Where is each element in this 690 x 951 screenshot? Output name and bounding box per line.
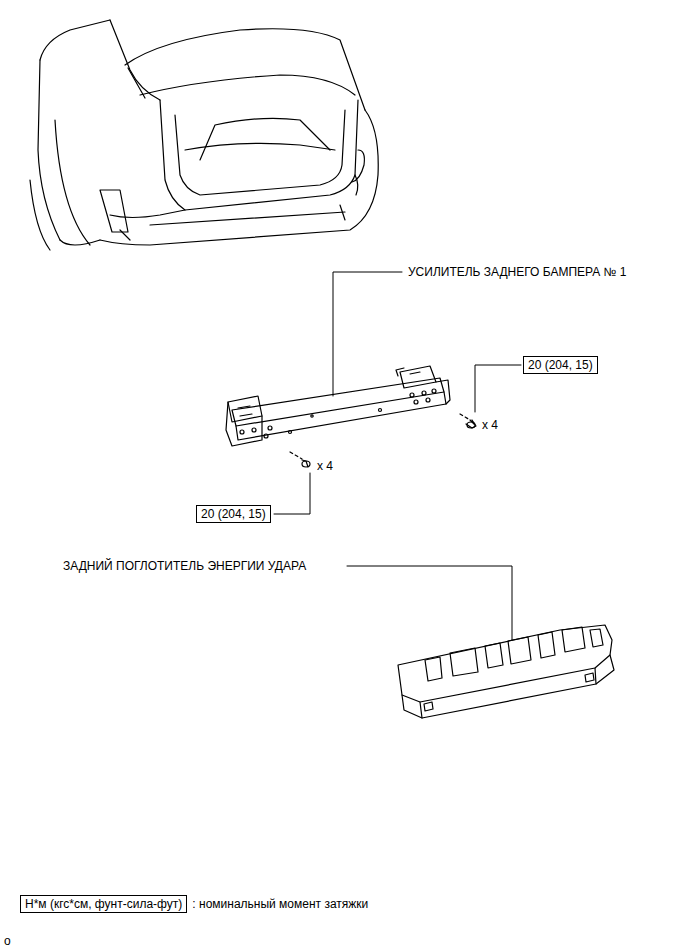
car-illustration xyxy=(30,20,378,250)
legend-text: : номинальный момент затяжки xyxy=(192,897,368,911)
torque-box: 20 (204, 15) xyxy=(196,505,271,523)
bolt xyxy=(460,414,476,428)
bolt xyxy=(290,452,310,467)
legend-box: Н*м (кгс*см, фунт-сила-фут) : номинальный… xyxy=(20,895,368,913)
bumper-reinforcement xyxy=(226,366,450,446)
energy-absorber xyxy=(398,625,614,718)
torque-box: 20 (204, 15) xyxy=(523,356,598,374)
part-name: ЗАДНИЙ ПОГЛОТИТЕЛЬ ЭНЕРГИИ УДАРА xyxy=(63,559,306,573)
torque-value: Н*м (кгс*см, фунт-сила-фут) xyxy=(20,895,187,913)
torque-value: 20 (204, 15) xyxy=(196,505,271,523)
quantity-label: x 4 xyxy=(317,459,333,473)
torque-value: 20 (204, 15) xyxy=(523,356,598,374)
quantity-label: x 4 xyxy=(482,418,498,432)
page-mark: o xyxy=(4,934,11,948)
part-name: УСИЛИТЕЛЬ ЗАДНЕГО БАМПЕРА № 1 xyxy=(408,265,626,279)
